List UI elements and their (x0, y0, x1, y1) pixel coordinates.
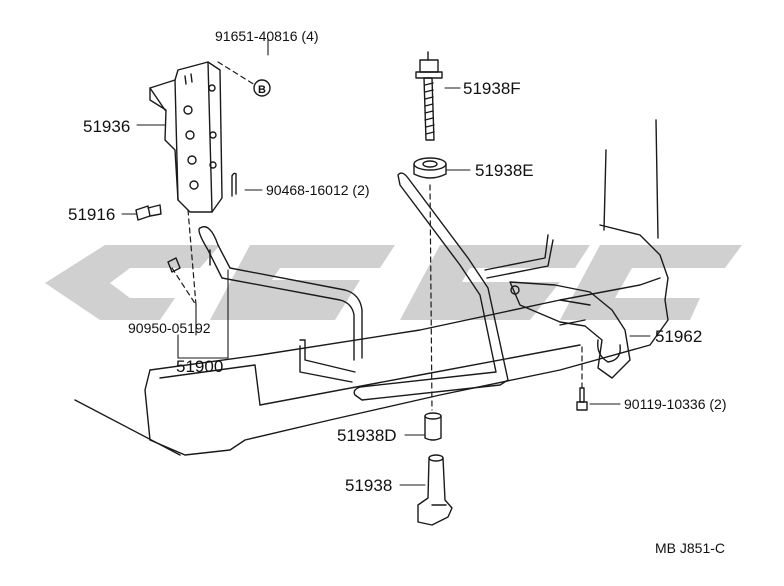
label-51936: 51936 (83, 117, 130, 136)
label-90468-16012: 90468-16012 (2) (266, 182, 370, 198)
label-51900: 51900 (176, 357, 223, 376)
label-51938D: 51938D (337, 426, 397, 445)
bolt-51916 (135, 204, 162, 221)
bushing-51938E (413, 157, 447, 179)
label-51962: 51962 (655, 327, 702, 346)
callout-letter-b: B (258, 84, 266, 96)
lock-bracket-51962 (509, 281, 631, 379)
label-90119-10336: 90119-10336 (2) (624, 396, 726, 412)
collar-51938D (424, 412, 442, 441)
bolt-90119 (576, 387, 588, 411)
carrier-rod (353, 172, 554, 401)
leader-lines (171, 61, 583, 411)
clip-90468 (231, 172, 237, 197)
callout-circle (253, 79, 271, 97)
label-91651-40816: 91651-40816 (4) (215, 28, 319, 44)
label-51938E: 51938E (475, 161, 534, 180)
figure-code: MB J851-C (655, 540, 725, 556)
watermark-shape-3 (400, 245, 590, 320)
watermark-shape-1 (45, 245, 220, 320)
label-51938F: 51938F (463, 79, 521, 98)
watermark-shape-4 (560, 245, 742, 320)
label-90950-05192: 90950-05192 (128, 320, 211, 336)
watermark (45, 245, 742, 320)
hinge-bracket-51936 (149, 61, 223, 213)
bumper (74, 119, 669, 456)
line-art (74, 39, 669, 526)
support-51938 (417, 454, 453, 526)
bolt-51938F (415, 51, 443, 141)
label-51938: 51938 (345, 476, 392, 495)
tube-bracket-51900 (198, 226, 363, 383)
labels: 91651-40816 (4) 51936 51916 90468-16012 … (68, 28, 726, 556)
label-leaders (121, 39, 651, 486)
pin-90950 (167, 257, 181, 273)
label-51916: 51916 (68, 205, 115, 224)
